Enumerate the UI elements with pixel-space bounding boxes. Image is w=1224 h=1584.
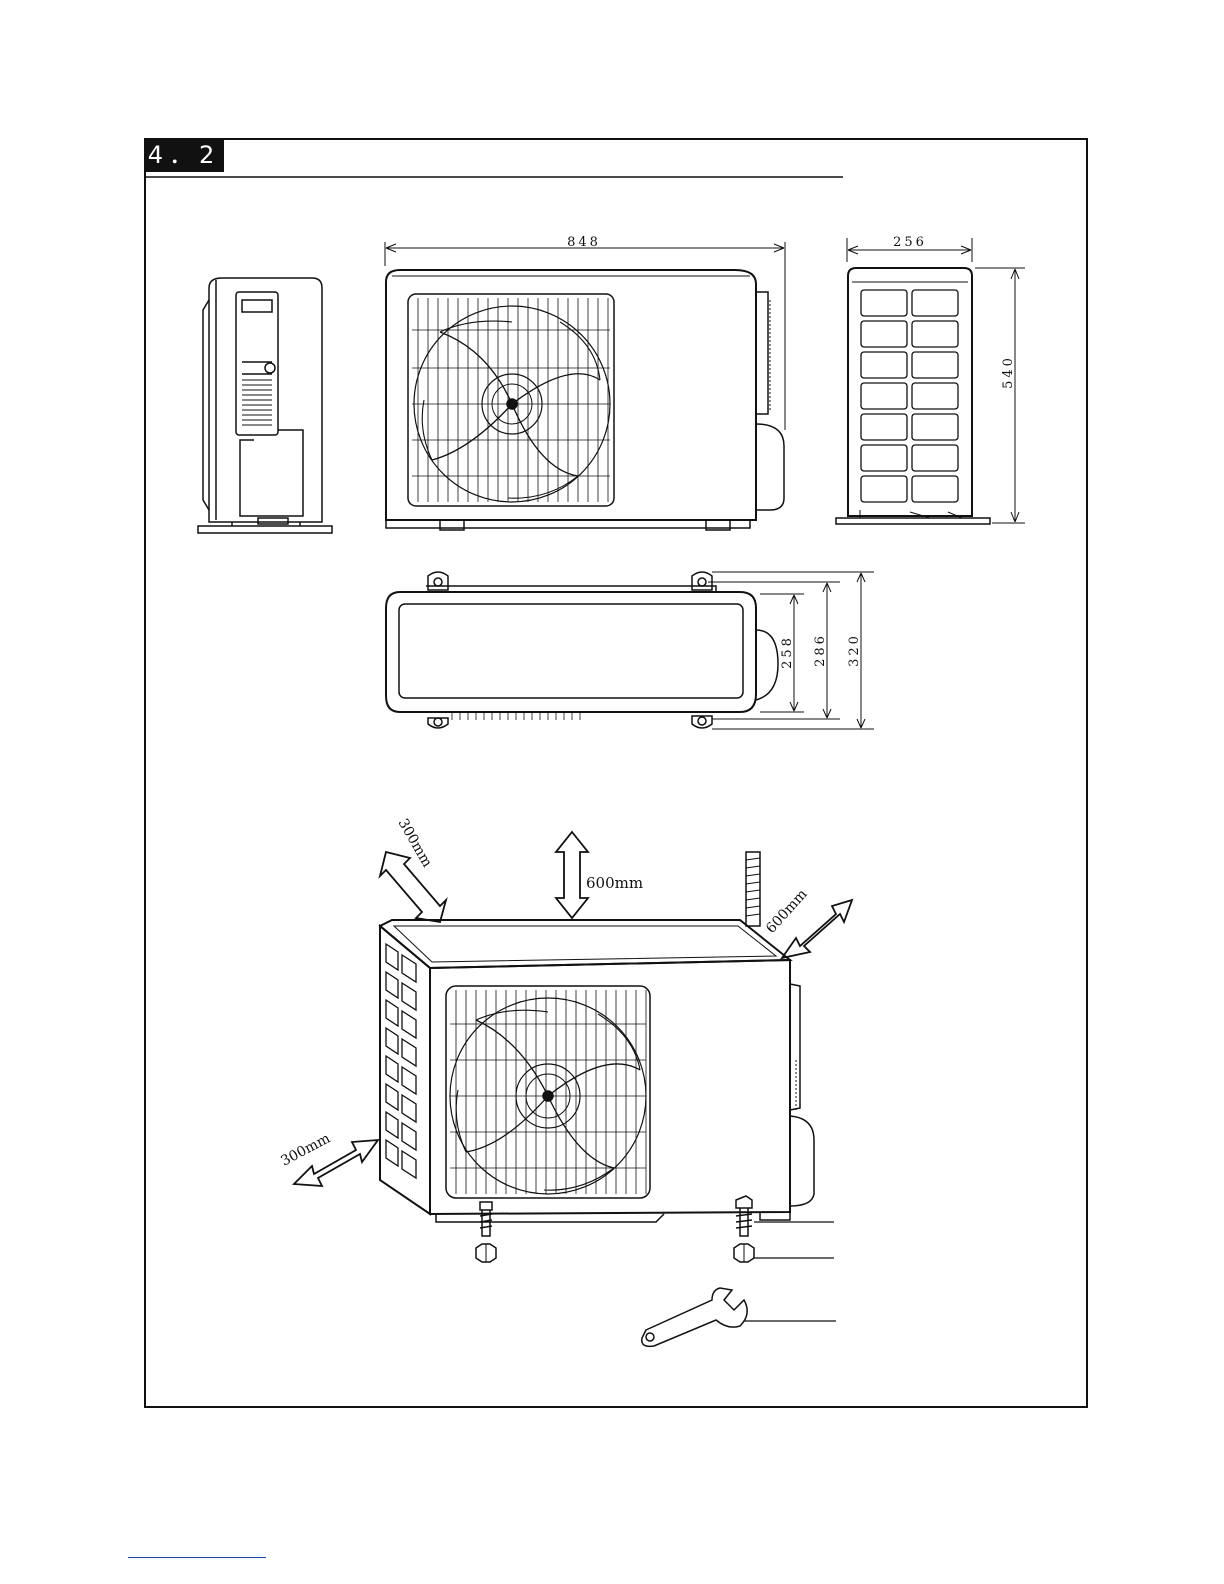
- side-view-left: [198, 278, 332, 533]
- clearance-right-label: 600mm: [763, 886, 811, 936]
- clearance-left-label: 300mm: [278, 1130, 333, 1169]
- dimension-height: 540: [1001, 355, 1016, 389]
- dimension-foot-mid: 286: [813, 633, 828, 667]
- side-view-right: 256 540: [836, 235, 1025, 524]
- footer-rule: [128, 1557, 266, 1558]
- dimension-width: 848: [567, 235, 601, 250]
- installation-view: 600mm 300mm 300mm 600mm: [278, 816, 852, 1346]
- dimension-depth: 256: [893, 235, 927, 250]
- wrench-icon: [642, 1288, 747, 1346]
- clearance-rear-arrow: [380, 852, 446, 922]
- clearance-top-label: 600mm: [586, 874, 643, 892]
- top-view: 258 286 320: [386, 572, 874, 729]
- front-view: 848: [385, 235, 785, 530]
- dimension-foot-inner: 258: [780, 635, 795, 669]
- dimension-foot-outer: 320: [847, 633, 862, 667]
- clearance-rear-label: 300mm: [395, 816, 435, 870]
- clearance-top-arrow: [556, 832, 588, 918]
